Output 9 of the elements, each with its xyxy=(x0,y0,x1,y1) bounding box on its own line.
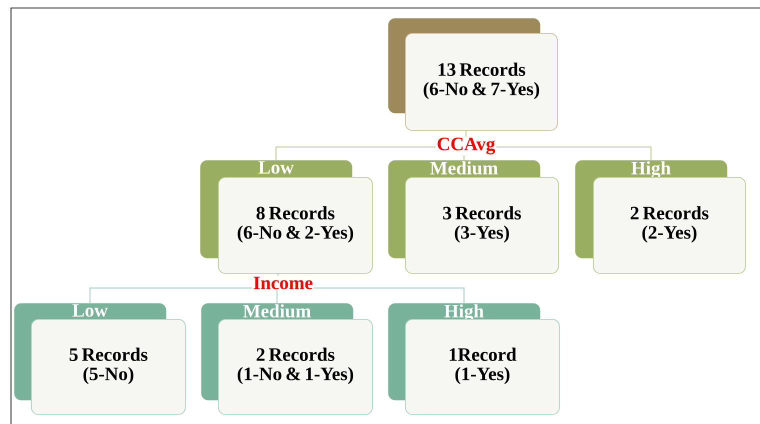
tree-node-box: Medium 3 Records (3-Yes) xyxy=(388,160,559,274)
tree-node-box: Medium 2 Records (1-No & 1-Yes) xyxy=(201,303,373,415)
tree-node-box: Low 8 Records (6-No & 2-Yes) xyxy=(200,160,373,274)
tree-node-box: 13 Records (6-No & 7-Yes) xyxy=(388,18,558,131)
tree-node-box: High 1Record (1-Yes) xyxy=(388,303,560,415)
tree-node-box: High 2 Records (2-Yes) xyxy=(575,160,746,274)
tree-node-box: Low 5 Records (5-No) xyxy=(14,303,186,415)
split-label: Income xyxy=(252,276,314,290)
split-label: CCAvg xyxy=(436,136,496,156)
